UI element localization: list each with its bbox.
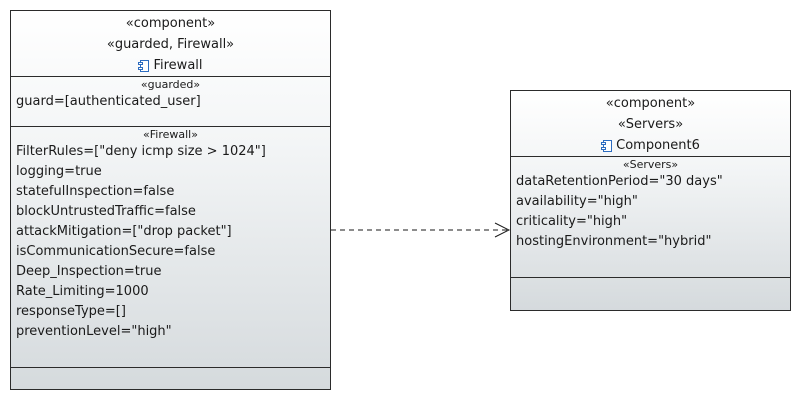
guarded-compartment: «guarded» guard=[authenticated_user] — [11, 76, 330, 126]
attribute-logging: logging=true — [16, 164, 102, 179]
servers-empty-compartment — [511, 277, 790, 310]
attribute-guard: guard=[authenticated_user] — [16, 94, 201, 109]
attribute-stateful-inspection: statefulInspection=false — [16, 184, 175, 199]
attribute-deep-inspection: Deep_Inspection=true — [16, 264, 162, 279]
servers-compartment: «Servers» dataRetentionPeriod="30 days" … — [511, 156, 790, 277]
servers-component[interactable]: «component» «Servers» Component6 «Server… — [510, 90, 791, 311]
attribute-criticality: criticality="high" — [516, 214, 628, 229]
firewall-stereotype-list: «guarded, Firewall» — [106, 37, 235, 52]
firewall-name: Firewall — [153, 58, 203, 73]
guarded-compartment-title: «guarded» — [140, 78, 201, 91]
attribute-availability: availability="high" — [516, 194, 638, 209]
firewall-compartment-title: «Firewall» — [143, 128, 198, 141]
attribute-rate-limiting: Rate_Limiting=1000 — [16, 284, 149, 299]
component-icon — [601, 139, 613, 152]
attribute-attack-mitigation: attackMitigation=["drop packet"] — [16, 224, 232, 239]
servers-header: «component» «Servers» Component6 — [511, 91, 790, 156]
dependency-arrowhead — [494, 222, 511, 238]
firewall-stereotype-component: «component» — [125, 16, 216, 31]
attribute-response-type: responseType=[] — [16, 304, 126, 319]
servers-compartment-title: «Servers» — [622, 158, 679, 171]
servers-name: Component6 — [616, 138, 700, 153]
attribute-prevention-level: preventionLevel="high" — [16, 324, 172, 339]
attribute-filter-rules: FilterRules=["deny icmp size > 1024"] — [16, 144, 266, 159]
firewall-component[interactable]: «component» «guarded, Firewall» Firewall… — [10, 10, 331, 390]
attribute-data-retention-period: dataRetentionPeriod="30 days" — [516, 174, 723, 189]
servers-stereotype-list: «Servers» — [617, 117, 684, 132]
attribute-hosting-environment: hostingEnvironment="hybrid" — [516, 234, 712, 249]
firewall-name-row: Firewall — [138, 55, 203, 76]
firewall-empty-compartment — [11, 367, 330, 389]
firewall-compartment: «Firewall» FilterRules=["deny icmp size … — [11, 126, 330, 367]
firewall-header: «component» «guarded, Firewall» Firewall — [11, 11, 330, 76]
servers-name-row: Component6 — [601, 135, 700, 156]
attribute-is-communication-secure: isCommunicationSecure=false — [16, 244, 216, 259]
servers-stereotype-component: «component» — [605, 96, 696, 111]
component-icon — [138, 59, 150, 72]
attribute-block-untrusted-traffic: blockUntrustedTraffic=false — [16, 204, 196, 219]
